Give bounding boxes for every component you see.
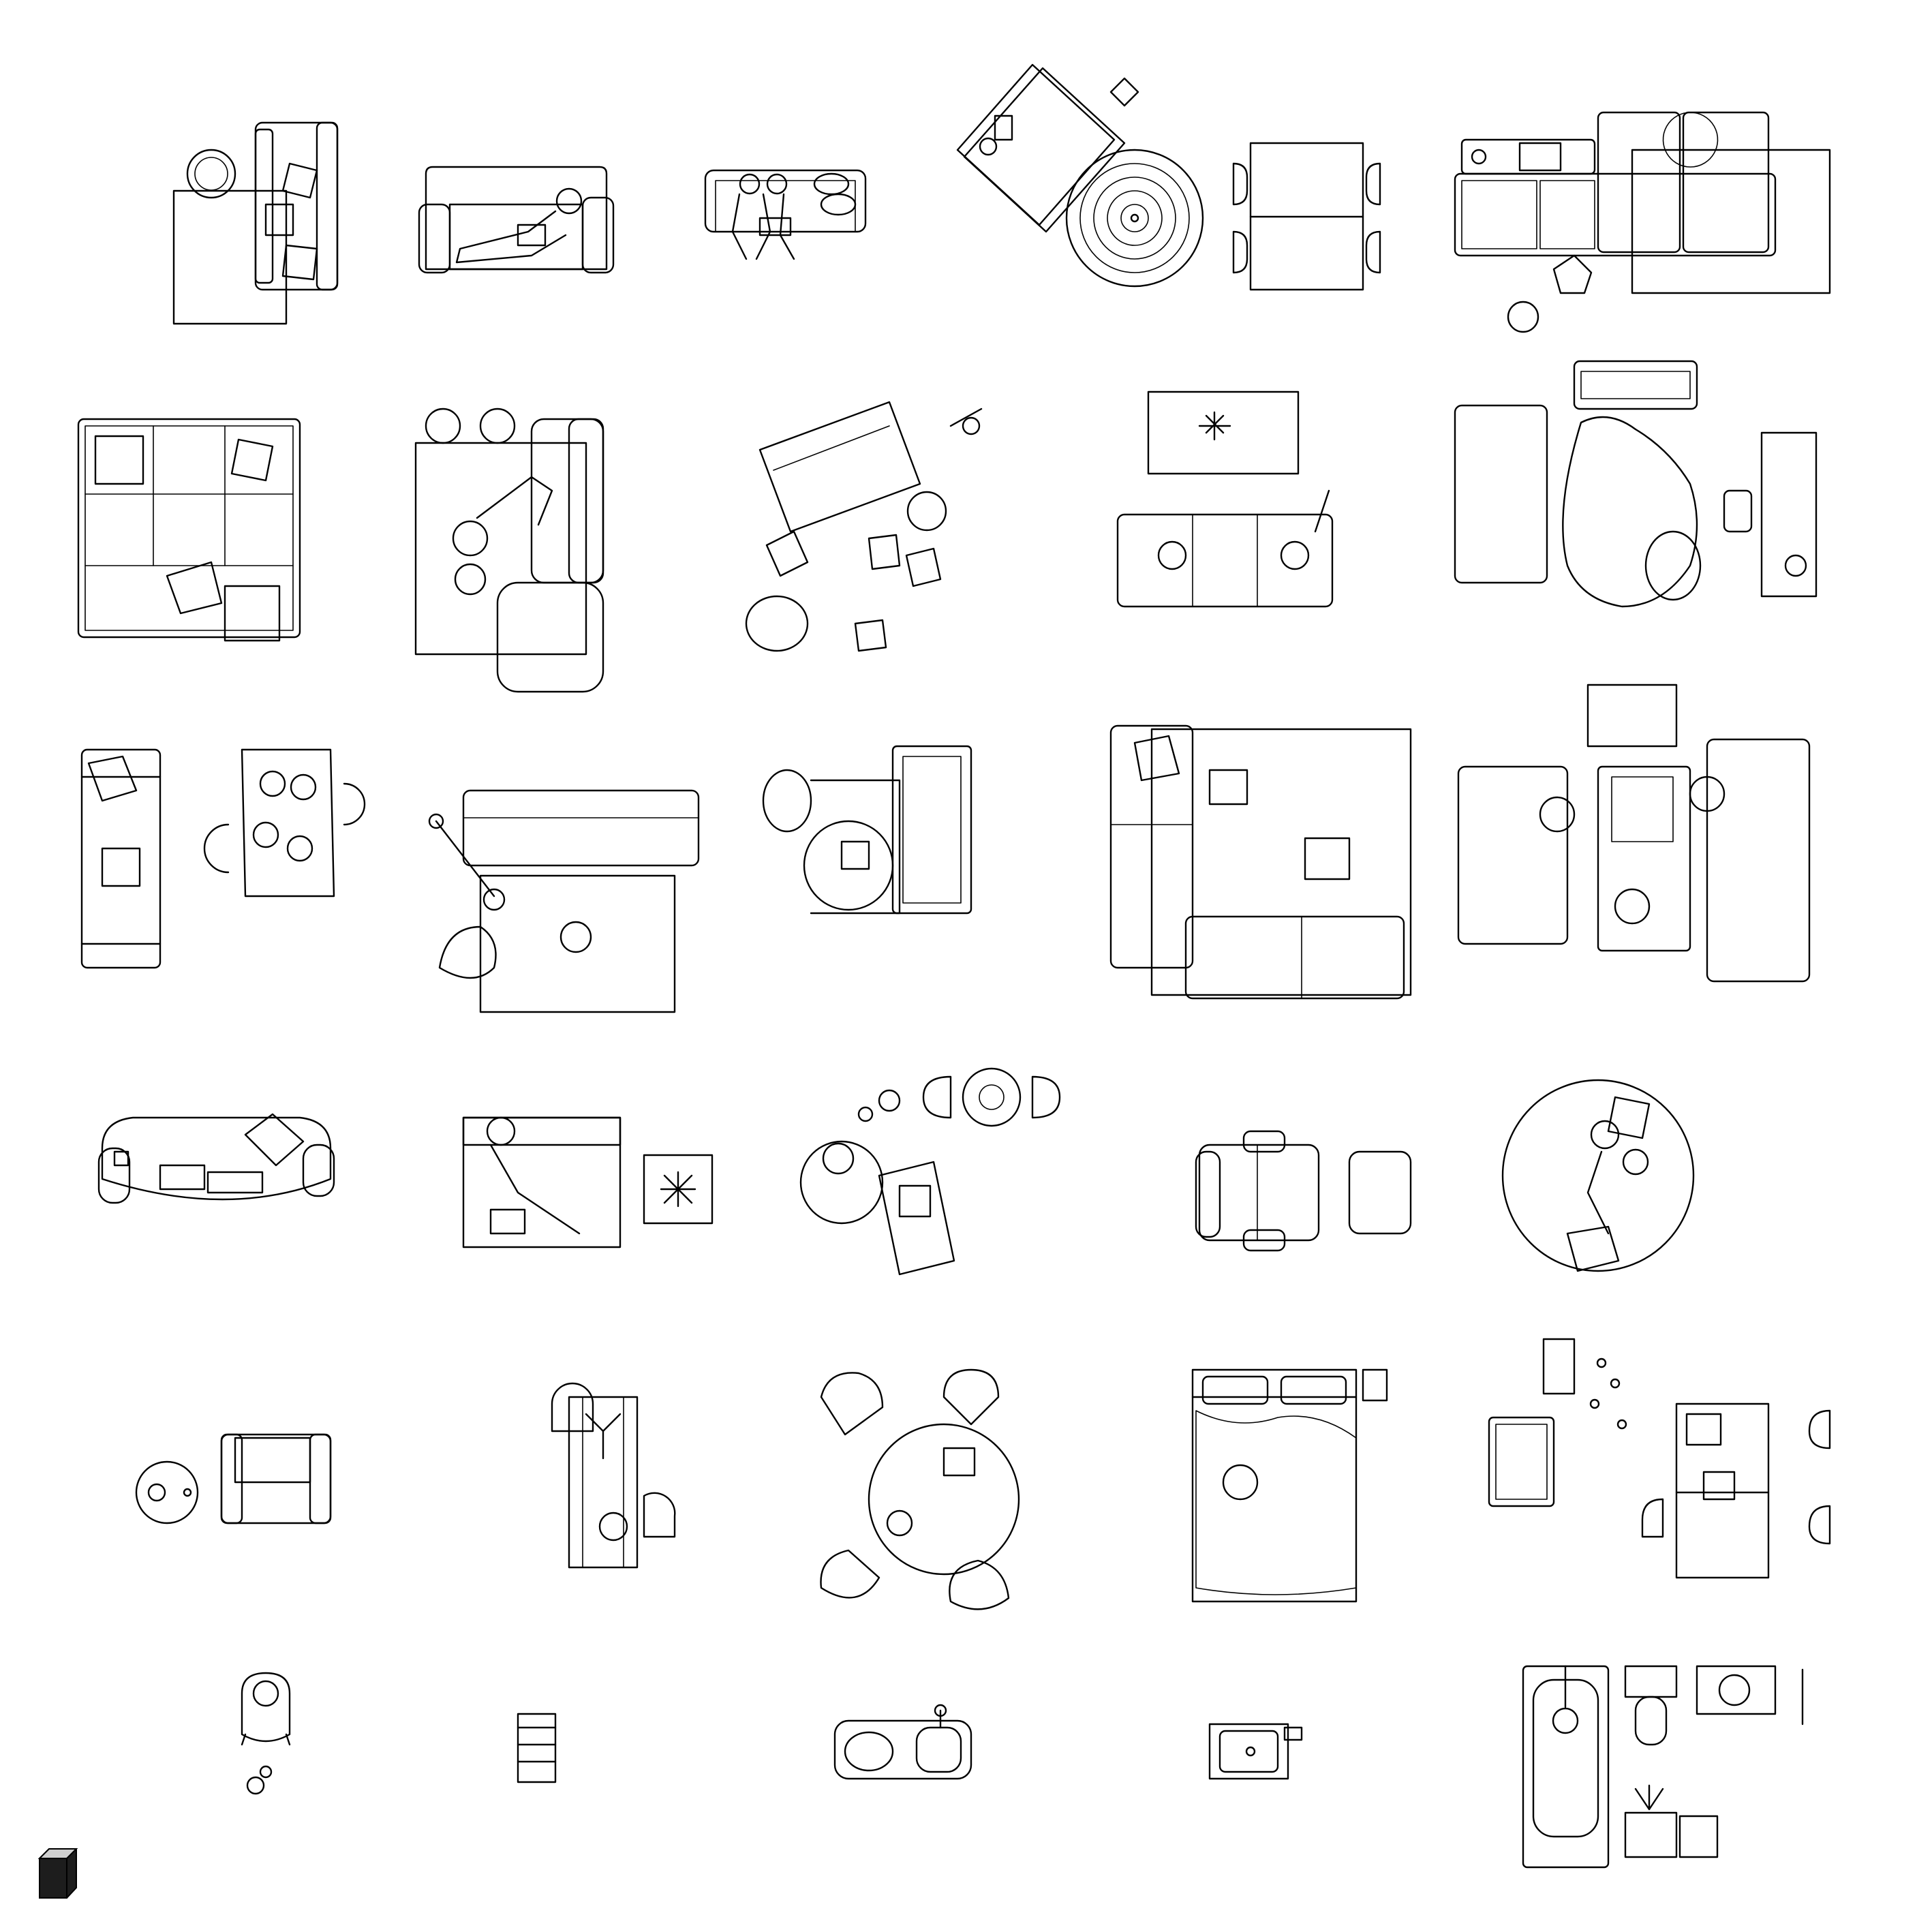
block-beanbag-person-bistro-table <box>799 1067 1061 1276</box>
block-narrow-table-plant-chairs <box>551 1382 676 1569</box>
block-washbasin <box>1208 1723 1303 1780</box>
block-bathroom-set <box>1522 1665 1804 1869</box>
block-chair-round-table-daybed <box>762 745 972 915</box>
block-two-sofas-coffee-table-people <box>1457 684 1811 983</box>
block-daybed-laptop <box>80 748 162 969</box>
block-sofa-scattered-cushions <box>745 401 983 652</box>
block-long-sofa-floor-lamp-rug <box>428 789 700 1013</box>
block-armchair-side-table <box>135 1433 332 1524</box>
block-double-sink <box>833 1704 972 1780</box>
block-ladder <box>517 1713 557 1783</box>
block-round-dining-four-chairs <box>820 1368 1020 1610</box>
block-l-sofa-square-rug <box>1109 724 1412 1000</box>
block-sofa-with-diamond-rug <box>172 121 339 325</box>
block-sofa-person-laptop-planter <box>462 1116 714 1248</box>
block-curved-sofa-pillows <box>97 1113 335 1204</box>
block-sofa-two-people <box>704 169 867 260</box>
block-sectional-sofa-pillows <box>77 418 301 642</box>
block-double-bed-blanket <box>1191 1368 1388 1603</box>
block-daybed-round-rug <box>956 63 1204 288</box>
block-table-chairs-crib <box>1488 1338 1831 1579</box>
block-dining-table-four-chairs <box>1232 142 1381 291</box>
block-sofa-person-laptop <box>418 166 615 274</box>
block-sofa-chairs-rug-person <box>414 408 604 693</box>
block-round-bed-person <box>1501 1079 1695 1272</box>
block-baby-bouncer-toy <box>241 1672 291 1795</box>
block-modular-sofa-with-rug <box>1454 111 1831 333</box>
block-table-with-chairs-plates <box>203 748 366 898</box>
block-sofa-hide-rug-desk <box>1454 360 1818 608</box>
brand-cube-icon <box>37 1848 78 1899</box>
block-sofa-two-people-rug <box>1116 390 1334 608</box>
block-armchairs-ottoman <box>1195 1130 1412 1252</box>
